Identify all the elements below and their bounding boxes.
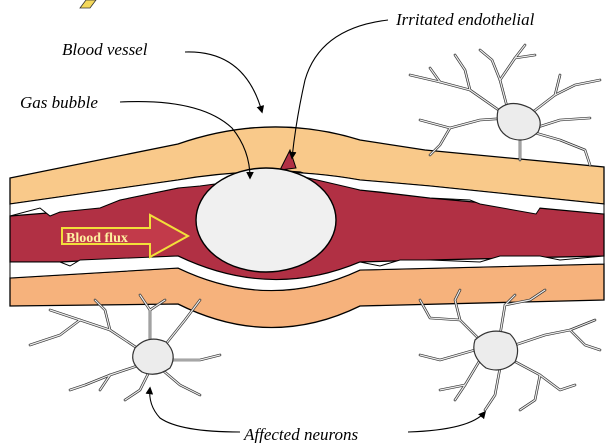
corner-icon	[80, 0, 96, 8]
neuron-bottom-left	[30, 295, 220, 400]
label-gas-bubble: Gas bubble	[20, 93, 98, 112]
gas-bubble	[196, 168, 336, 272]
blood-flux-label: Blood flux	[66, 231, 128, 246]
label-affected-neurons: Affected neurons	[243, 425, 358, 443]
neuron-top-right	[410, 45, 600, 165]
arrow-neurons-left	[150, 388, 240, 432]
label-blood-vessel: Blood vessel	[62, 40, 148, 59]
arrow-blood-vessel	[185, 52, 262, 112]
neuron-bottom-right	[420, 290, 600, 410]
arrow-neurons-right	[408, 412, 485, 432]
label-irritated-endothelial: Irritated endothelial	[395, 10, 535, 29]
